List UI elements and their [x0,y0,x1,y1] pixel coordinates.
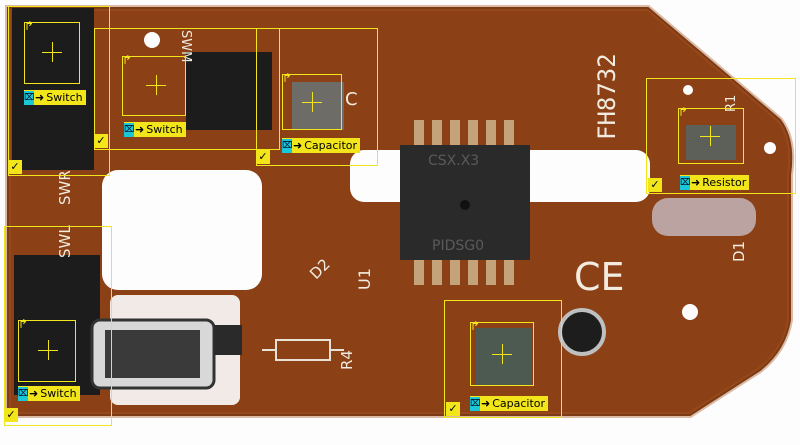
bbox-outer [4,226,112,426]
annotation-label: ⌧➜Resistor [680,175,750,190]
silk-swl: SWL [56,225,74,258]
bbox-inner [282,74,342,130]
corner-arrow-icon: ↱ [678,105,689,119]
arrow-icon: ➜ [29,387,39,400]
center-cross-v [156,75,157,95]
bbox-inner [678,108,744,164]
status-check: ✓ [446,402,460,416]
smd-resistor [686,125,736,160]
led-lens [652,198,756,236]
component-badge-icon: ⌧ [124,122,135,137]
corner-arrow-icon: ↱ [282,71,293,85]
encoder-body [105,330,200,378]
center-cross-v [312,92,313,112]
silk-r4: R4 [338,350,356,370]
component-badge-icon: ⌧ [470,396,481,411]
ic-pins [414,120,514,285]
silk-d1: D1 [730,241,748,262]
encoder-tab [214,325,242,355]
bbox-outer [94,28,280,150]
status-check: ✓ [94,134,108,148]
center-cross-v [502,344,503,364]
silk-u1: U1 [355,268,374,290]
annotation-label: ⌧➜Switch [18,386,80,401]
label-text: Capacitor [492,397,546,410]
smd-capacitor-bottom [476,328,532,386]
bbox-outer [256,28,378,166]
component-badge-icon: ⌧ [24,90,35,105]
corner-arrow-icon: ↱ [470,319,481,333]
bbox-outer [8,6,110,176]
switch-housing-tm [186,52,272,130]
center-cross-v [48,340,49,360]
arrow-icon: ➜ [35,91,45,104]
silk-r1: R1 [724,95,739,112]
component-badge-icon: ⌧ [18,386,29,401]
silk-ic: CSX.X3 [428,153,479,169]
arrow-icon: ➜ [135,123,145,136]
component-badge-icon: ⌧ [282,138,293,153]
bbox-outer [646,78,796,194]
bbox-outer [444,300,562,418]
bbox-inner [18,320,76,382]
bbox-inner [24,22,80,84]
bbox-inner [470,322,534,386]
label-text: Switch [46,91,83,104]
silk-swm: SWM [178,30,193,62]
corner-arrow-icon: ↱ [122,53,133,67]
pcb-shade [5,5,795,418]
label-text: Capacitor [304,139,358,152]
silk-cap-c: C [345,89,358,110]
label-text: Switch [146,123,183,136]
switch-housing-tl [12,8,94,170]
status-check: ✓ [648,178,662,192]
annotation-label: ⌧➜Switch [124,122,186,137]
silk-model: FH8732 [593,53,621,140]
switch-housing-bl [14,255,100,395]
component-badge-icon: ⌧ [680,175,691,190]
silk-ce: CE [574,255,625,299]
cutout-left-upper [102,170,262,290]
arrow-icon: ➜ [481,397,491,410]
label-text: Switch [40,387,77,400]
ic-lens [460,200,470,210]
bbox-inner [122,56,186,116]
silk-swr: SWR [56,170,74,205]
status-check: ✓ [4,408,18,422]
status-check: ✓ [256,150,270,164]
arrow-icon: ➜ [691,176,701,189]
mount-hole [144,32,160,48]
center-cross-v [52,42,53,62]
corner-arrow-icon: ↱ [18,317,29,331]
label-text: Resistor [702,176,747,189]
arrow-icon: ➜ [293,139,303,152]
mount-hole [682,304,698,320]
silk-ic2: PIDSG0 [432,238,484,254]
status-check: ✓ [8,160,22,174]
annotation-label: ⌧➜Switch [24,90,86,105]
electrolytic-capacitor [558,308,606,356]
mount-hole [683,85,693,95]
mount-hole [764,142,776,154]
center-cross-v [710,126,711,146]
corner-arrow-icon: ↱ [24,19,35,33]
annotation-label: ⌧➜Capacitor [282,138,361,153]
smd-capacitor-top [292,82,344,130]
annotation-label: ⌧➜Capacitor [470,396,549,411]
